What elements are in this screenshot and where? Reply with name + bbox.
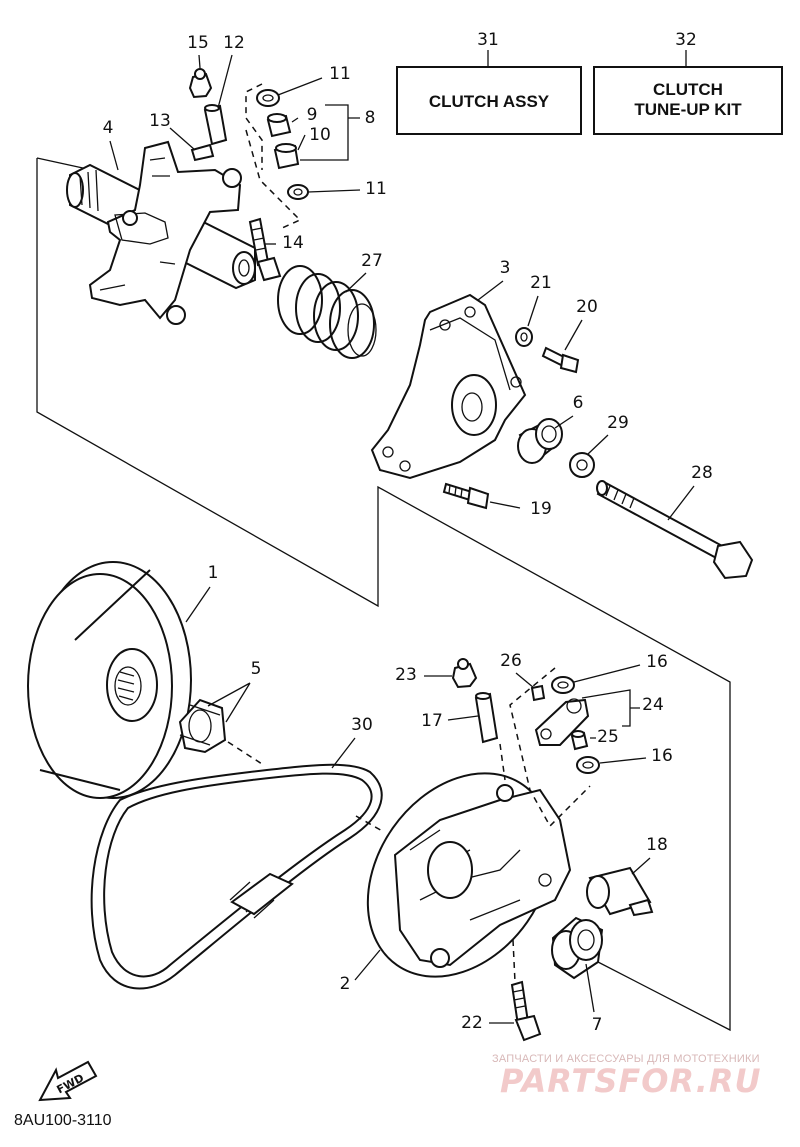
fixed-sheave-part-1 bbox=[27, 561, 192, 799]
callout-11-top: 11 bbox=[329, 64, 351, 84]
pin-part-13 bbox=[190, 143, 215, 162]
callout-14: 14 bbox=[282, 233, 304, 253]
spider-shaft-part-4 bbox=[66, 140, 256, 325]
callout-2: 2 bbox=[340, 974, 351, 994]
callout-21: 21 bbox=[530, 273, 552, 293]
callout-4: 4 bbox=[103, 118, 114, 138]
weights-part-5 bbox=[178, 698, 227, 754]
nut-part-15 bbox=[188, 68, 213, 99]
bushing-part-10 bbox=[273, 143, 300, 170]
washer-part-16-bottom bbox=[576, 756, 600, 774]
tune-up-kit-label-line2: TUNE-UP KIT bbox=[634, 100, 742, 119]
washer-part-21 bbox=[515, 327, 533, 347]
callout-9: 9 bbox=[307, 105, 318, 125]
washer-part-16-top bbox=[551, 676, 575, 694]
callout-28: 28 bbox=[691, 463, 713, 483]
tune-up-kit-label-line1: CLUTCH bbox=[653, 80, 723, 99]
bolt-part-19 bbox=[442, 482, 490, 510]
pin-part-26 bbox=[530, 684, 546, 702]
callout-12: 12 bbox=[223, 33, 245, 53]
long-bolt-part-28 bbox=[596, 480, 754, 580]
movable-sheave-part-2 bbox=[366, 772, 572, 978]
callout-29: 29 bbox=[607, 413, 629, 433]
callout-22: 22 bbox=[461, 1013, 483, 1033]
washer-part-11-top bbox=[256, 89, 280, 107]
diagram-code: 8AU100-3110 bbox=[14, 1112, 112, 1129]
callout-17: 17 bbox=[421, 711, 443, 731]
tune-up-kit-box: 32 CLUTCH TUNE-UP KIT bbox=[593, 30, 783, 135]
callout-1: 1 bbox=[208, 563, 219, 583]
callout-16-top: 16 bbox=[646, 652, 668, 672]
callout-19: 19 bbox=[530, 499, 552, 519]
watermark-logo: PARTSFOR.RU bbox=[500, 1062, 762, 1100]
bushing-part-6 bbox=[517, 418, 563, 464]
callout-32: 32 bbox=[675, 30, 697, 50]
callout-11-bottom: 11 bbox=[365, 179, 387, 199]
callout-20: 20 bbox=[576, 297, 598, 317]
bolt-part-22 bbox=[510, 980, 542, 1042]
clutch-assy-box: 31 CLUTCH ASSY bbox=[396, 30, 582, 135]
callout-7: 7 bbox=[592, 1015, 603, 1035]
nut-part-23 bbox=[451, 658, 478, 689]
callout-16-bottom: 16 bbox=[651, 746, 673, 766]
washer-part-11-bottom bbox=[287, 184, 309, 200]
watermark-tagline: ЗАПЧАСТИ И АКСЕССУАРЫ ДЛЯ МОТОТЕХНИКИ bbox=[492, 1053, 760, 1065]
callout-24: 24 bbox=[642, 695, 664, 715]
clutch-assy-label: CLUTCH ASSY bbox=[429, 92, 550, 111]
callout-3: 3 bbox=[500, 258, 511, 278]
arm-part-24 bbox=[534, 698, 590, 746]
bolt-part-14 bbox=[248, 217, 282, 282]
spring-part-27 bbox=[277, 265, 377, 359]
callout-10: 10 bbox=[309, 125, 331, 145]
callout-8: 8 bbox=[365, 108, 376, 128]
fwd-arrow: FWD bbox=[38, 1060, 98, 1102]
callout-15: 15 bbox=[187, 33, 209, 53]
callout-31: 31 bbox=[477, 30, 499, 50]
callout-18: 18 bbox=[646, 835, 668, 855]
roller-part-9 bbox=[266, 113, 292, 138]
pin-part-12 bbox=[203, 104, 228, 146]
washer-part-29 bbox=[569, 452, 595, 478]
callout-25: 25 bbox=[597, 727, 619, 747]
drive-belt-part-30 bbox=[90, 763, 383, 990]
callout-26: 26 bbox=[500, 651, 522, 671]
callout-27: 27 bbox=[361, 251, 383, 271]
callout-30: 30 bbox=[351, 715, 373, 735]
sleeve-part-18 bbox=[586, 866, 654, 917]
roller-part-25 bbox=[570, 730, 589, 751]
cover-part-3 bbox=[370, 293, 527, 480]
callout-13: 13 bbox=[149, 111, 171, 131]
bolt-part-20 bbox=[541, 346, 580, 374]
bushing-part-7 bbox=[551, 916, 604, 980]
callout-6: 6 bbox=[573, 393, 584, 413]
callout-23: 23 bbox=[395, 665, 417, 685]
pin-part-17 bbox=[474, 692, 499, 744]
callout-5: 5 bbox=[251, 659, 262, 679]
